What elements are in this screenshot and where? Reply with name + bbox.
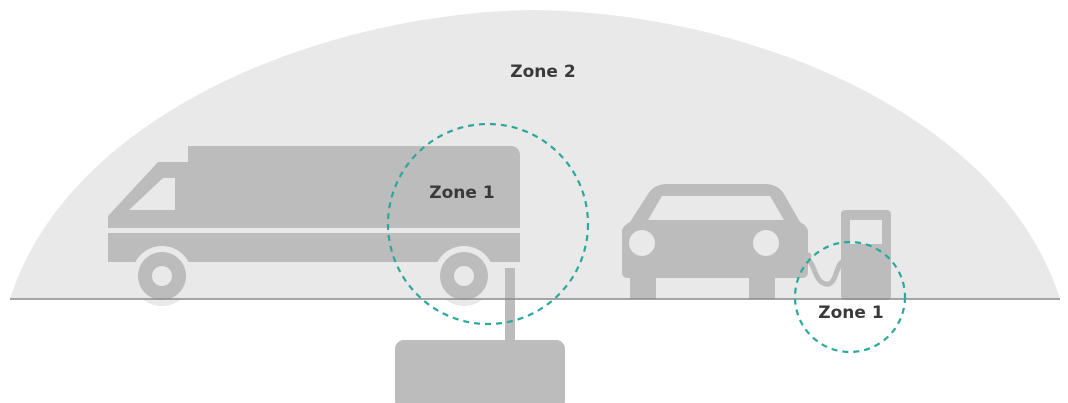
zone1-pump-label: Zone 1: [818, 303, 883, 323]
zone1-truck-label: Zone 1: [429, 183, 494, 203]
zone2-label: Zone 2: [510, 62, 575, 82]
